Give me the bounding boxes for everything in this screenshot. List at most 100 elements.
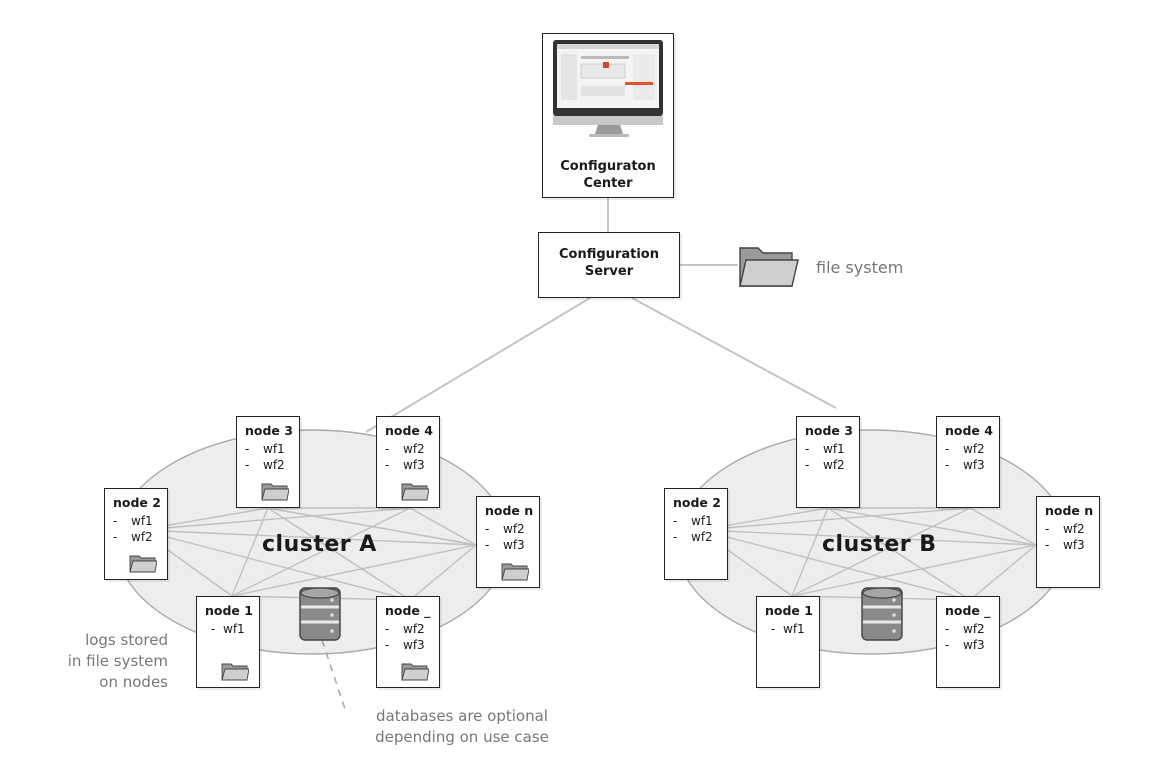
workflow-item: -wf2 (385, 441, 434, 457)
configuration-center-box: Configuraton Center (542, 33, 674, 198)
workflow-label: wf2 (823, 458, 845, 472)
dash-bullet: - (245, 458, 250, 472)
node-title: node 4 (385, 423, 433, 438)
node-title: node 4 (945, 423, 993, 438)
node-title: node n (1045, 503, 1094, 518)
workflow-item: -wf1 (765, 621, 814, 637)
workflow-item: -wf2 (805, 457, 854, 473)
node-box: node n -wf2-wf3 (1036, 496, 1100, 588)
logs-note: logs stored in file system on nodes (30, 630, 168, 693)
folder-icon (401, 483, 429, 501)
workflow-label: wf2 (403, 442, 425, 456)
node-title: node _ (945, 603, 991, 618)
config-server-title-line-2: Server (584, 264, 634, 279)
workflow-label: wf2 (403, 622, 425, 636)
workflow-item: -wf1 (805, 441, 854, 457)
dash-bullet: - (113, 514, 118, 528)
workflow-label: wf1 (783, 622, 805, 636)
workflow-label: wf2 (963, 442, 985, 456)
dash-bullet: - (245, 442, 250, 456)
node-box: node 3-wf1-wf2 (236, 416, 300, 508)
workflow-label: wf1 (691, 514, 713, 528)
file-system-label: file system (816, 258, 904, 277)
node-box: node 2 -wf1-wf2 (104, 488, 168, 580)
node-box: node 4 -wf2-wf3 (376, 416, 440, 508)
folder-icon (401, 663, 429, 681)
database-icon (299, 587, 341, 641)
workflow-label: wf3 (403, 638, 425, 652)
workflow-item: -wf2 (485, 521, 534, 537)
node-title: node 1 (765, 603, 813, 618)
node-box: node 1-wf1 (196, 596, 260, 688)
dash-bullet: - (771, 622, 776, 636)
dash-bullet: - (385, 622, 390, 636)
logs-note-line-2: in file system (67, 652, 168, 670)
config-server-title-line-1: Configuration (559, 247, 659, 262)
node-title: node _ (385, 603, 431, 618)
dash-bullet: - (385, 442, 390, 456)
workflow-item: -wf3 (945, 457, 994, 473)
workflow-item: -wf2 (245, 457, 294, 473)
workflow-label: wf3 (1063, 538, 1085, 552)
node-box: node 1 -wf1 (756, 596, 820, 688)
workflow-label: wf3 (963, 458, 985, 472)
workflow-label: wf1 (223, 622, 245, 636)
dash-bullet: - (673, 530, 678, 544)
workflow-item: -wf2 (945, 441, 994, 457)
node-box: node 3 -wf1-wf2 (796, 416, 860, 508)
workflow-item: -wf3 (945, 637, 994, 653)
logs-note-line-3: on nodes (99, 673, 168, 691)
dash-bullet: - (385, 458, 390, 472)
workflow-item: -wf2 (945, 621, 994, 637)
node-title: node n (485, 503, 534, 518)
workflow-label: wf2 (1063, 522, 1085, 536)
cluster-a-mesh (138, 507, 478, 601)
database-icon (861, 587, 903, 641)
line-server-cluster-b (631, 297, 837, 409)
workflow-item: -wf1 (205, 621, 254, 637)
workflow-label: wf2 (691, 530, 713, 544)
node-title: node 2 (673, 495, 721, 510)
workflow-label: wf3 (503, 538, 525, 552)
dash-bullet: - (485, 522, 490, 536)
workflow-label: wf2 (263, 458, 285, 472)
folder-icon (501, 563, 529, 581)
dash-bullet: - (385, 638, 390, 652)
workflow-label: wf1 (823, 442, 845, 456)
logs-note-line-1: logs stored (85, 631, 168, 649)
workflow-label: wf1 (263, 442, 285, 456)
dash-bullet: - (113, 530, 118, 544)
dash-bullet: - (1045, 522, 1050, 536)
workflow-item: -wf2 (385, 621, 434, 637)
workflow-label: wf2 (503, 522, 525, 536)
configuration-server-box: Configuration Server (538, 232, 680, 298)
dash-bullet: - (945, 458, 950, 472)
dash-bullet: - (945, 638, 950, 652)
node-title: node 3 (805, 423, 853, 438)
folder-icon (129, 555, 157, 573)
workflow-item: -wf2 (1045, 521, 1094, 537)
node-box: node n -wf2-wf3 (476, 496, 540, 588)
dash-bullet: - (945, 442, 950, 456)
workflow-label: wf3 (963, 638, 985, 652)
dash-bullet: - (805, 458, 810, 472)
workflow-item: -wf1 (245, 441, 294, 457)
line-server-cluster-a (365, 297, 591, 433)
dash-bullet: - (805, 442, 810, 456)
workflow-item: -wf1 (673, 513, 722, 529)
dash-bullet: - (1045, 538, 1050, 552)
node-title: node 2 (113, 495, 161, 510)
dash-bullet: - (673, 514, 678, 528)
workflow-item: -wf2 (113, 529, 162, 545)
workflow-label: wf3 (403, 458, 425, 472)
cluster-b-mesh (698, 507, 1038, 601)
config-center-title-line-2: Center (583, 176, 633, 191)
node-box: node 4 -wf2-wf3 (936, 416, 1000, 508)
workflow-item: -wf3 (385, 457, 434, 473)
workflow-item: -wf1 (113, 513, 162, 529)
workflow-item: -wf2 (673, 529, 722, 545)
workflow-label: wf2 (131, 530, 153, 544)
workflow-item: -wf3 (385, 637, 434, 653)
cluster-b-label: cluster B (822, 532, 937, 557)
